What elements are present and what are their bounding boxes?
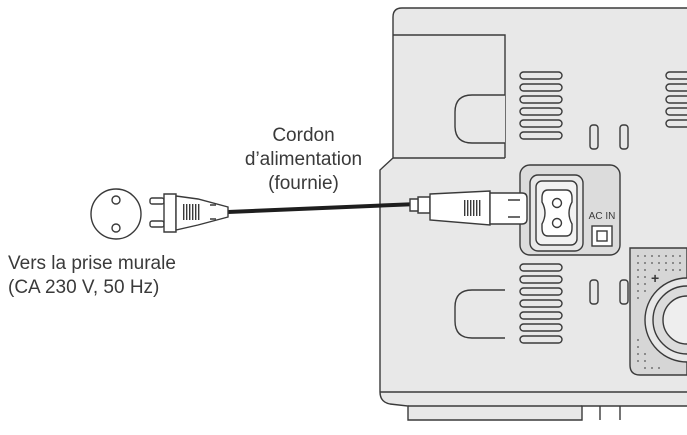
ac-in-label: AC IN [589, 211, 616, 222]
panel-foot-marks [599, 406, 621, 420]
wall-outlet-face [90, 188, 142, 240]
ac-inlet-pin-upper [551, 197, 563, 209]
plug-face [163, 193, 177, 233]
connector-body [429, 190, 491, 226]
plug-grip-ridges [183, 204, 200, 220]
speaker-ring-inner [662, 295, 687, 345]
lower-vent-group [519, 263, 629, 344]
upper-vent-group [519, 71, 687, 150]
wall-outlet-label-line2: (CA 230 V, 50 Hz) [8, 277, 160, 298]
wall-outlet-label-line1: Vers la prise murale [8, 253, 176, 274]
device-rear-panel: + [379, 7, 687, 421]
plug-neck-lines [210, 204, 216, 220]
wall-outlet-icon [90, 188, 142, 240]
ac-inlet-figure8-shape [541, 189, 573, 237]
wall-outlet-label: Vers la prise murale (CA 230 V, 50 Hz) [8, 252, 176, 300]
connector-head-lines [508, 199, 520, 218]
ac-inlet-pin-lower [551, 217, 563, 229]
connector-strain-tip [409, 198, 419, 212]
connector-strain-relief [417, 196, 431, 214]
wall-plug-icon [149, 193, 229, 233]
wall-outlet-hole-upper [111, 195, 121, 205]
power-cord-cable [227, 202, 419, 214]
speaker-terminal-plus-icon: + [651, 270, 659, 286]
panel-notch-upper [454, 94, 505, 144]
power-cord-label-line2: d’alimentation [244, 149, 363, 170]
power-cord-label-line1: Cordon [272, 125, 335, 146]
device-connector-icon [409, 190, 528, 226]
wall-outlet-hole-lower [111, 223, 121, 233]
power-cord-label: Cordon d’alimentation (fournie) [226, 124, 381, 196]
ac-in-indicator-inner [596, 230, 608, 242]
speaker-grille-dots [637, 255, 681, 369]
panel-notch-lower [454, 289, 505, 339]
power-cord-label-line3: (fournie) [268, 173, 339, 194]
connector-head [489, 192, 528, 225]
plug-pin-upper [149, 197, 165, 205]
connector-grip-ridges [464, 200, 481, 216]
power-cord [227, 202, 419, 214]
plug-pin-lower [149, 220, 165, 228]
